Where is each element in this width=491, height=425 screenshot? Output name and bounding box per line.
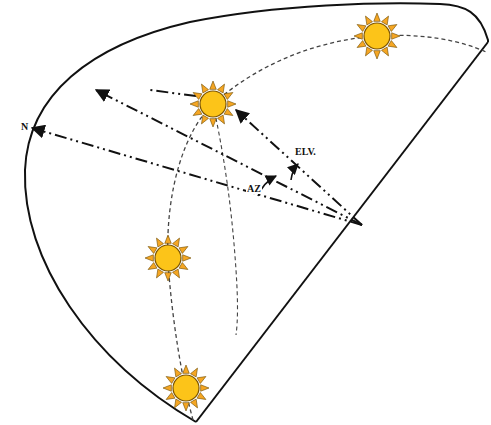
sun-ray [392, 33, 400, 40]
elevation-label: ELV. [294, 146, 317, 157]
vertical-arc [213, 104, 238, 335]
sun-ray [163, 385, 171, 392]
sun-ray [374, 51, 381, 59]
sun-ray [145, 255, 153, 262]
sun-disc [173, 375, 199, 401]
sun-ray [374, 13, 381, 21]
sun-ray [201, 385, 209, 392]
sun-ray [183, 403, 190, 411]
sun-disc [155, 245, 181, 271]
sun-ray [165, 235, 172, 243]
elevation-arrow [236, 110, 362, 225]
sun-disc [200, 91, 226, 117]
horizon-edge [196, 42, 488, 422]
sun-projection-line [150, 90, 196, 96]
suns [145, 13, 400, 411]
sun-ray [183, 255, 191, 262]
azimuth-arrow [96, 90, 362, 225]
sun-symbol [145, 235, 191, 281]
sun-ray [165, 273, 172, 281]
sun-ray [190, 101, 198, 108]
north-arrow [32, 128, 362, 225]
elevation-angle-arc [291, 164, 298, 180]
north-label: N [20, 121, 29, 132]
sun-ray [183, 365, 190, 373]
sun-ray [210, 119, 217, 127]
sun-disc [364, 23, 390, 49]
sun-symbol [163, 365, 209, 411]
sun-ray [354, 33, 362, 40]
sun-ray [228, 101, 236, 108]
sun-path [168, 35, 486, 420]
dome-outline [25, 3, 488, 422]
sun-symbol [190, 81, 236, 127]
sun-ray [210, 81, 217, 89]
azimuth-label: AZ [246, 183, 262, 194]
direction-arrows [32, 90, 362, 225]
sun-symbol [354, 13, 400, 59]
